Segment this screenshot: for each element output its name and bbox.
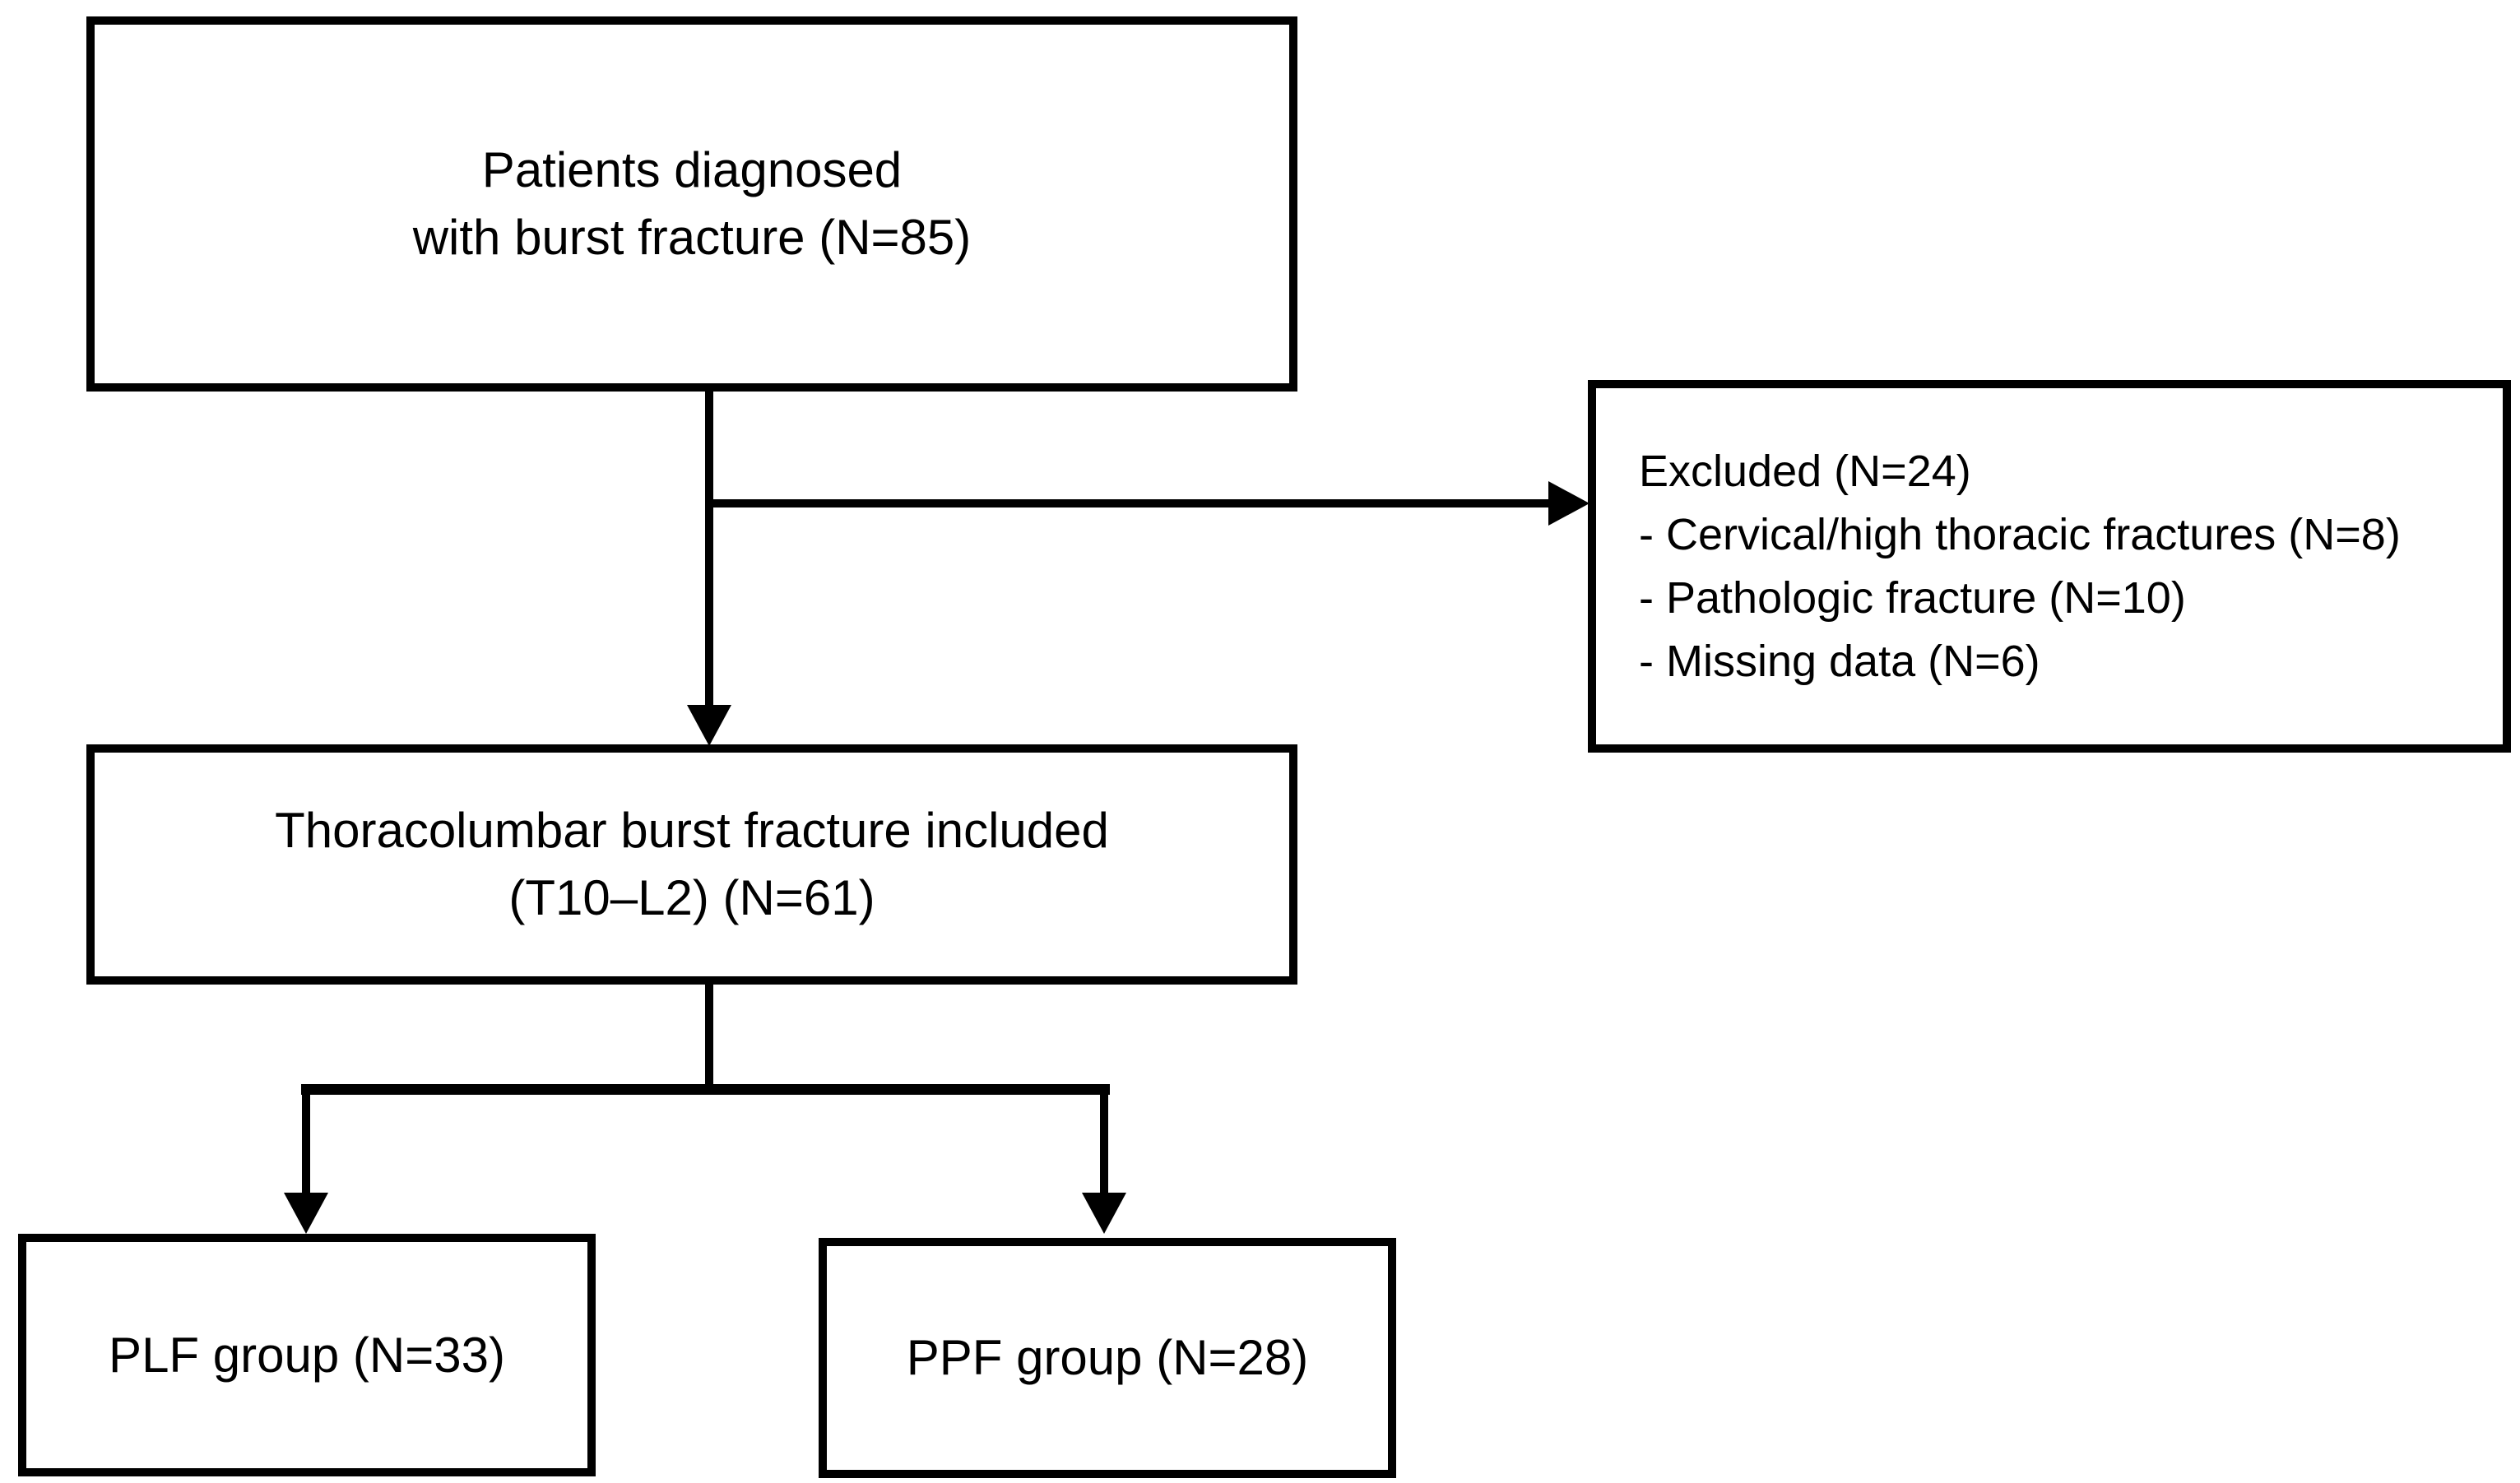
excluded-box-item2: - Pathologic fracture (N=10) xyxy=(1639,572,2186,623)
plf-box-label: PLF group (N=33) xyxy=(109,1327,505,1383)
arrow-down-icon xyxy=(284,1193,328,1234)
excluded-box-item3: - Missing data (N=6) xyxy=(1639,636,2040,686)
ppf-box-label: PPF group (N=28) xyxy=(906,1330,1309,1385)
patients-box-line1: Patients diagnosed xyxy=(481,142,903,197)
arrow-down-icon xyxy=(1082,1193,1126,1234)
patients-diagnosed-box: Patients diagnosed with burst fracture (… xyxy=(86,16,1297,392)
connector-to-ppf xyxy=(1100,1084,1108,1198)
connector-to-excluded xyxy=(705,499,1552,507)
connector-split-bar xyxy=(301,1084,1110,1095)
patients-box-line2: with burst fracture (N=85) xyxy=(412,210,972,265)
excluded-box-item1: - Cervical/high thoracic fractures (N=8) xyxy=(1639,509,2401,559)
plf-group-box: PLF group (N=33) xyxy=(18,1234,596,1476)
connector-to-plf xyxy=(302,1084,310,1198)
arrow-right-icon xyxy=(1548,481,1590,526)
included-box: Thoracolumbar burst fracture included (T… xyxy=(86,744,1297,985)
included-box-line1: Thoracolumbar burst fracture included xyxy=(275,803,1109,858)
arrow-down-icon xyxy=(687,705,731,746)
excluded-box-title: Excluded (N=24) xyxy=(1639,446,1971,496)
ppf-group-box: PPF group (N=28) xyxy=(819,1238,1396,1478)
included-box-line2: (T10–L2) (N=61) xyxy=(508,870,875,925)
connector-included-to-split xyxy=(705,985,713,1094)
excluded-box: Excluded (N=24) - Cervical/high thoracic… xyxy=(1588,380,2511,753)
connector-patients-to-included xyxy=(705,392,713,714)
